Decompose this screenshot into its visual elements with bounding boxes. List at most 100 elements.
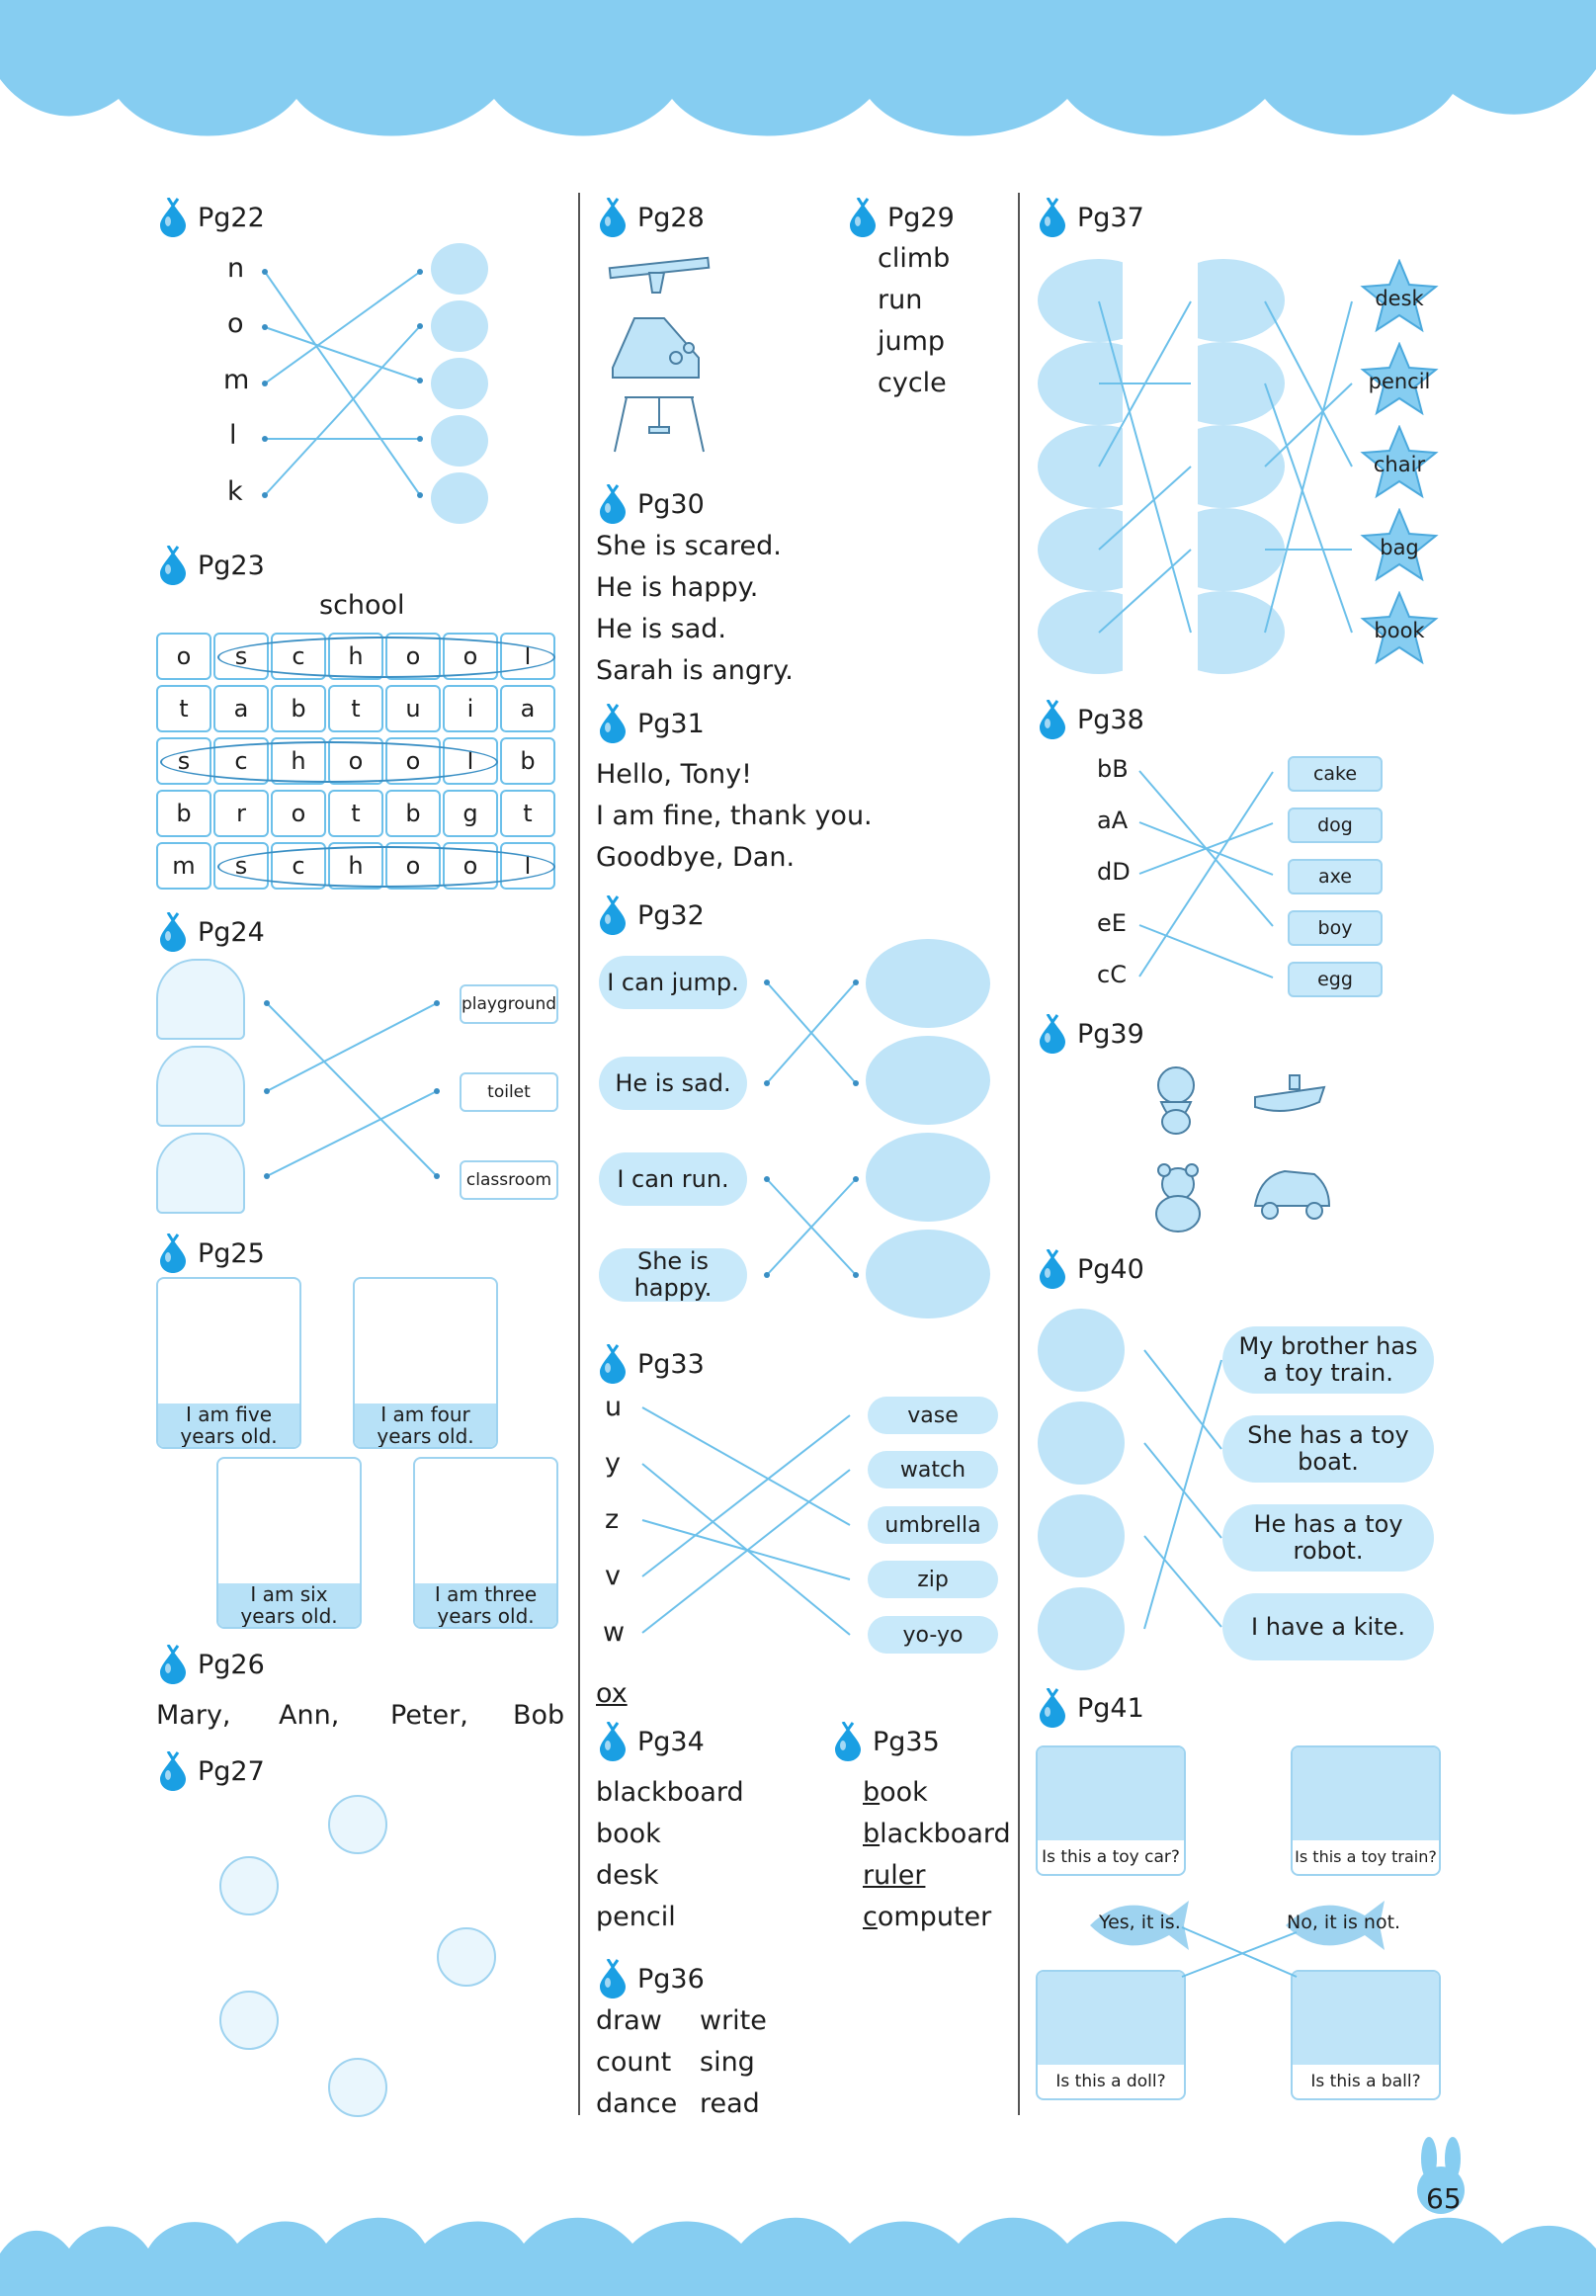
word-desk: desk bbox=[596, 1860, 659, 1891]
section-title: Pg22 bbox=[198, 202, 265, 233]
drop-icon bbox=[598, 1722, 628, 1761]
toilet-picture bbox=[156, 1133, 245, 1214]
dialogue-2: I am fine, thank you. bbox=[596, 801, 873, 831]
word-ruler: ruler bbox=[863, 1860, 926, 1891]
section-title: Pg25 bbox=[198, 1237, 265, 1269]
jumping-boy-picture bbox=[866, 1036, 990, 1125]
grid-cell: b bbox=[385, 790, 441, 837]
star-label-chair: chair bbox=[1360, 424, 1439, 500]
sentence-3: He is sad. bbox=[596, 614, 726, 644]
boy-with-robot-picture bbox=[1038, 1402, 1125, 1485]
section-title: Pg33 bbox=[637, 1348, 705, 1380]
word-blackboard: blackboard bbox=[863, 1819, 1011, 1849]
letter-m: m bbox=[223, 365, 250, 395]
label-toilet: toilet bbox=[460, 1072, 558, 1112]
section-header-pg32: Pg32 bbox=[596, 893, 705, 937]
section-title: Pg41 bbox=[1077, 1692, 1144, 1724]
toy-car-card: Is this a toy car? bbox=[1036, 1745, 1186, 1876]
word-read: read bbox=[700, 2088, 760, 2119]
word-yo-yo: yo-yo bbox=[868, 1616, 998, 1654]
section-title: Pg38 bbox=[1077, 704, 1144, 735]
letter-pair-aA: aA bbox=[1097, 807, 1129, 834]
half-picture-right-1 bbox=[1198, 259, 1285, 342]
half-picture-left-3 bbox=[1038, 425, 1123, 508]
grid-cell: i bbox=[443, 685, 498, 732]
drop-icon bbox=[158, 546, 188, 585]
section-header-pg25: Pg25 bbox=[156, 1232, 265, 1275]
word-sing: sing bbox=[700, 2047, 755, 2078]
name-bob: Bob bbox=[513, 1700, 565, 1731]
section-title: Pg39 bbox=[1077, 1018, 1144, 1050]
star-label-bag: bag bbox=[1360, 507, 1439, 583]
grid-cell: b bbox=[271, 685, 326, 732]
grid-cell: o bbox=[271, 790, 326, 837]
letter-w: w bbox=[603, 1617, 626, 1648]
section-header-pg39: Pg39 bbox=[1036, 1012, 1144, 1056]
word-blackboard: blackboard bbox=[596, 1777, 744, 1808]
section-header-pg34: Pg34 bbox=[596, 1720, 705, 1763]
grid-cell: b bbox=[156, 790, 211, 837]
word-cycle: cycle bbox=[878, 368, 947, 398]
drop-icon bbox=[158, 912, 188, 952]
section-header-pg24: Pg24 bbox=[156, 910, 265, 954]
grid-cell: t bbox=[156, 685, 211, 732]
bunny-icon bbox=[1417, 2137, 1465, 2214]
word-watch: watch bbox=[868, 1451, 998, 1488]
star-word: pencil bbox=[1368, 370, 1431, 393]
grid-cell: a bbox=[213, 685, 269, 732]
word-vase: vase bbox=[868, 1397, 998, 1434]
sentence-1: She is scared. bbox=[596, 531, 782, 561]
word-book: book bbox=[863, 1777, 928, 1808]
section-title: Pg31 bbox=[637, 708, 705, 739]
drop-icon bbox=[598, 1959, 628, 1998]
bubble-i-can-run: I can run. bbox=[599, 1152, 747, 1206]
drop-icon bbox=[1038, 1249, 1067, 1289]
half-picture-left-4 bbox=[1038, 508, 1123, 591]
word-umbrella: umbrella bbox=[868, 1506, 998, 1544]
tree-picture bbox=[437, 1927, 496, 1987]
found-word-oval bbox=[217, 846, 555, 888]
bubble-she-is-happy: She is happy. bbox=[599, 1248, 747, 1302]
grid-cell: m bbox=[156, 842, 211, 890]
section-title: Pg24 bbox=[198, 916, 265, 948]
drop-icon bbox=[158, 1233, 188, 1273]
orange-picture bbox=[431, 358, 488, 409]
section-title: Pg29 bbox=[887, 202, 955, 233]
word-book: book bbox=[596, 1819, 661, 1849]
star-word: book bbox=[1374, 619, 1425, 642]
section-title: Pg40 bbox=[1077, 1253, 1144, 1285]
word-run: run bbox=[878, 285, 923, 315]
cloud-border-bottom bbox=[0, 2217, 1596, 2296]
running-girl-picture bbox=[866, 1230, 990, 1318]
drop-icon bbox=[598, 895, 628, 935]
section-title: Pg30 bbox=[637, 488, 705, 520]
toy-boat-card: Is this a toy train? bbox=[1291, 1745, 1441, 1876]
happy-girl-picture bbox=[866, 1133, 990, 1222]
found-word-oval bbox=[217, 637, 555, 678]
section-header-pg23: Pg23 bbox=[156, 544, 265, 587]
half-picture-left-5 bbox=[1038, 591, 1123, 674]
sentence-2: He is happy. bbox=[596, 572, 759, 603]
sock-picture bbox=[219, 1856, 279, 1915]
half-picture-right-3 bbox=[1198, 425, 1285, 508]
kite-picture bbox=[431, 300, 488, 352]
section-header-pg37: Pg37 bbox=[1036, 196, 1144, 239]
pencil-picture bbox=[219, 1991, 279, 2050]
grid-cell: t bbox=[328, 685, 383, 732]
drop-icon bbox=[1038, 198, 1067, 237]
dialogue-3: Goodbye, Dan. bbox=[596, 842, 796, 873]
column-divider-2 bbox=[1018, 193, 1020, 2115]
star-word: chair bbox=[1373, 453, 1426, 476]
section-header-pg40: Pg40 bbox=[1036, 1247, 1144, 1291]
girl-picture bbox=[328, 2058, 387, 2117]
grid-cell: o bbox=[156, 633, 211, 680]
page-number: 65 bbox=[1426, 2182, 1462, 2215]
